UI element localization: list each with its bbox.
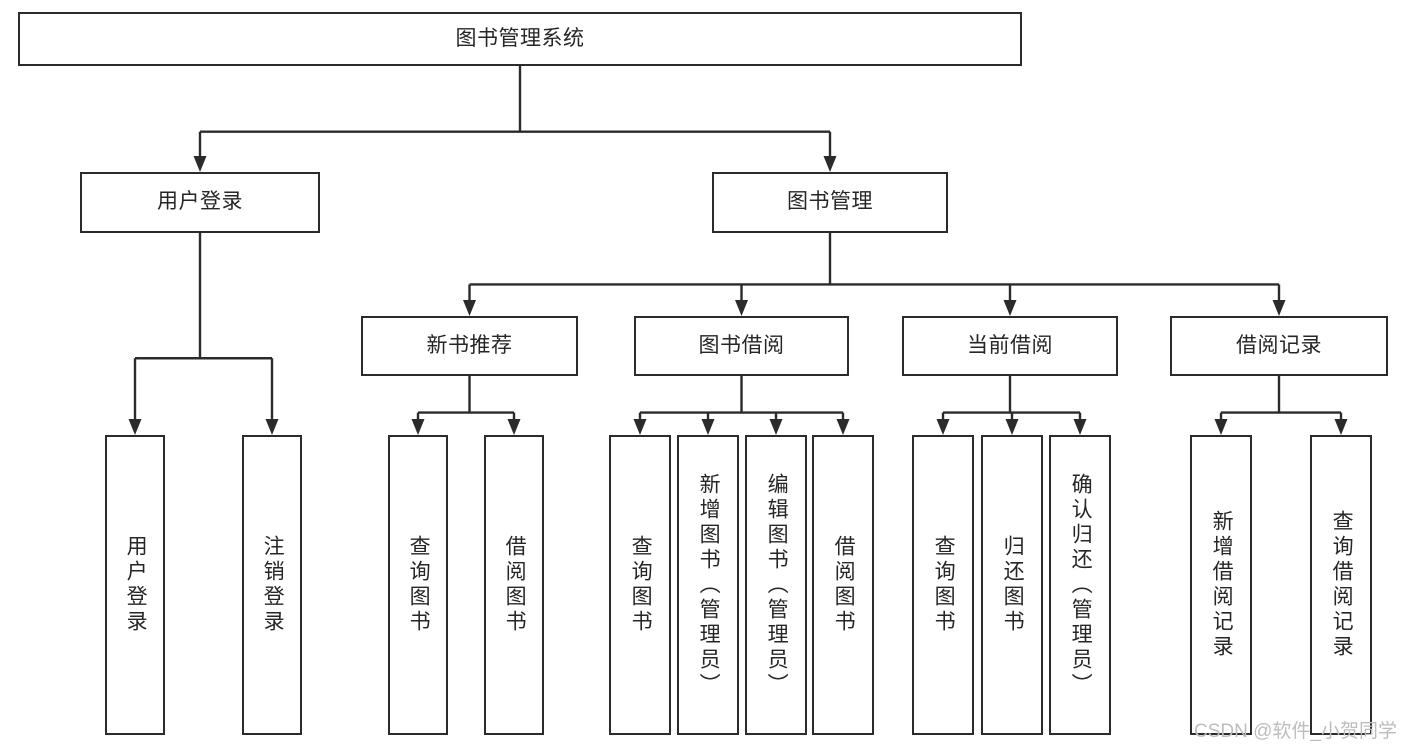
node-bookmgmt: 图书管理 bbox=[712, 172, 948, 233]
node-label-leaf-return: 归还图书 bbox=[1001, 535, 1025, 635]
arrow-head-icon bbox=[1005, 419, 1019, 435]
node-leaf-borrow-book: 借阅图书 bbox=[812, 435, 874, 735]
node-label-leaf-borrow-book: 借阅图书 bbox=[832, 535, 856, 635]
arrow-head-icon bbox=[507, 419, 521, 435]
node-label-leaf-query-record: 查询借阅记录 bbox=[1330, 510, 1354, 660]
arrow-head-icon bbox=[193, 156, 207, 172]
arrow-head-icon bbox=[633, 419, 647, 435]
node-label-leaf-add-book: 新增图书（管理员） bbox=[697, 472, 721, 698]
node-root: 图书管理系统 bbox=[18, 12, 1022, 66]
node-label-leaf-add-record: 新增借阅记录 bbox=[1210, 510, 1234, 660]
node-borrow: 图书借阅 bbox=[634, 316, 849, 376]
node-label-leaf-logout: 注销登录 bbox=[261, 535, 285, 635]
node-label-leaf-query-new: 查询图书 bbox=[407, 535, 431, 635]
node-label-leaf-query-cur: 查询图书 bbox=[932, 535, 956, 635]
node-current: 当前借阅 bbox=[902, 316, 1118, 376]
arrow-head-icon bbox=[411, 419, 425, 435]
node-newbook: 新书推荐 bbox=[361, 316, 578, 376]
node-leaf-query-new: 查询图书 bbox=[388, 435, 448, 735]
arrow-head-icon bbox=[735, 300, 748, 316]
node-label-leaf-user-login: 用户登录 bbox=[124, 535, 148, 635]
node-leaf-add-record: 新增借阅记录 bbox=[1190, 435, 1252, 735]
node-leaf-confirm: 确认归还（管理员） bbox=[1049, 435, 1111, 735]
node-leaf-borrow-new: 借阅图书 bbox=[484, 435, 544, 735]
node-leaf-query-cur: 查询图书 bbox=[912, 435, 974, 735]
node-label-current: 当前借阅 bbox=[967, 333, 1053, 357]
node-login: 用户登录 bbox=[80, 172, 320, 233]
node-leaf-return: 归还图书 bbox=[981, 435, 1043, 735]
node-label-bookmgmt: 图书管理 bbox=[787, 190, 873, 214]
node-leaf-add-book: 新增图书（管理员） bbox=[677, 435, 739, 735]
node-label-records: 借阅记录 bbox=[1236, 333, 1322, 357]
node-leaf-query-record: 查询借阅记录 bbox=[1310, 435, 1372, 735]
node-label-leaf-confirm: 确认归还（管理员） bbox=[1069, 472, 1093, 698]
node-leaf-logout: 注销登录 bbox=[242, 435, 302, 735]
arrow-head-icon bbox=[1214, 419, 1228, 435]
arrow-head-icon bbox=[265, 419, 279, 435]
arrow-head-icon bbox=[701, 419, 715, 435]
arrow-head-icon bbox=[1073, 419, 1087, 435]
node-label-newbook: 新书推荐 bbox=[426, 333, 513, 357]
arrow-head-icon bbox=[1003, 300, 1017, 316]
arrow-head-icon bbox=[769, 419, 783, 435]
arrow-head-icon bbox=[128, 419, 142, 435]
arrow-head-icon bbox=[463, 300, 476, 316]
arrow-head-icon bbox=[936, 419, 950, 435]
node-label-borrow: 图书借阅 bbox=[698, 333, 785, 357]
node-label-login: 用户登录 bbox=[157, 190, 243, 214]
arrow-head-icon bbox=[1272, 300, 1286, 316]
node-label-leaf-borrow-new: 借阅图书 bbox=[503, 535, 527, 635]
node-leaf-edit-book: 编辑图书（管理员） bbox=[745, 435, 807, 735]
node-label-leaf-query-book: 查询图书 bbox=[629, 535, 653, 635]
node-label-leaf-edit-book: 编辑图书（管理员） bbox=[765, 472, 789, 698]
arrow-head-icon bbox=[1334, 419, 1348, 435]
node-leaf-query-book: 查询图书 bbox=[609, 435, 671, 735]
watermark-text: CSDN @软件_小贺同学 bbox=[1194, 721, 1397, 742]
node-label-root: 图书管理系统 bbox=[455, 26, 585, 50]
arrow-head-icon bbox=[823, 156, 837, 172]
node-leaf-user-login: 用户登录 bbox=[105, 435, 165, 735]
node-records: 借阅记录 bbox=[1170, 316, 1388, 376]
arrow-head-icon bbox=[836, 419, 850, 435]
